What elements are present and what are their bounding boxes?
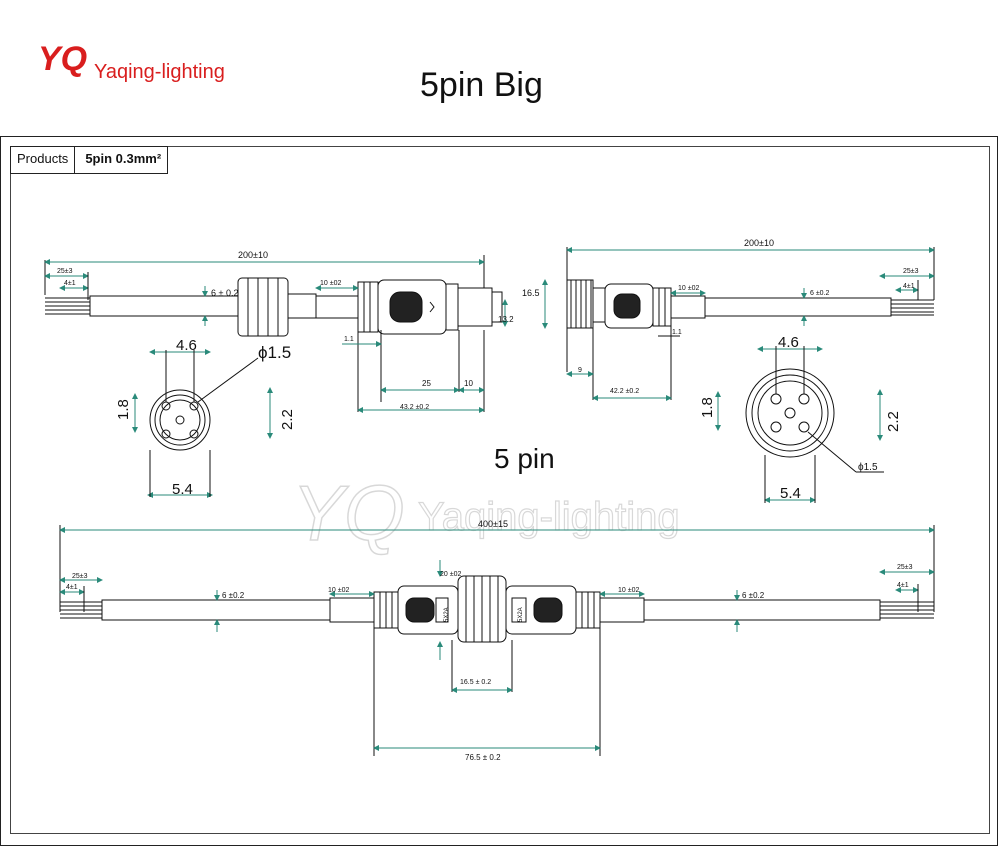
center-label: 5 pin: [494, 443, 555, 474]
male-connector-drawing: [44, 255, 508, 413]
male-boot-dim: 10 ±02: [320, 280, 341, 287]
watermark: YQ Yaqing-lighting: [291, 468, 680, 558]
male-connector-labels: 200±10 25±3 4±1 6 ± 0.2 10 ±02 13.2 1.1 …: [57, 250, 514, 411]
face-right-width: 5.4: [780, 485, 801, 502]
male-cable-dim: 6 ± 0.2: [211, 288, 238, 298]
assembly-body-dia-dim: 20 ±02: [440, 571, 461, 578]
male-total-dim: 200±10: [238, 250, 268, 260]
assembly-strip-left-dim: 25±3: [72, 573, 88, 580]
assembly-tin-right-dim: 4±1: [897, 582, 909, 589]
face-right-pin-dia: ϕ1.5: [858, 462, 878, 473]
face-left-width: 5.4: [172, 481, 193, 498]
face-left-pin-dia: ϕ1.5: [258, 343, 291, 362]
female-strip-dim: 25±3: [903, 268, 919, 275]
pin-face-left-labels: 4.6 ϕ1.5 1.8 2.2 5.4: [115, 337, 296, 498]
brand-name: Yaqing-lighting: [94, 61, 225, 83]
face-right-spacing: 4.6: [778, 334, 799, 351]
product-table-value: 5pin 0.3mm²: [85, 151, 162, 166]
watermark-text: Yaqing-lighting: [418, 495, 680, 539]
brand-logo: YQ Yaqing-lighting: [38, 40, 225, 83]
product-table-label: Products: [11, 147, 76, 173]
assembly-total-dim: 400±15: [478, 519, 508, 529]
page-title: 5pin Big: [420, 66, 543, 104]
assembly-tin-left-dim: 4±1: [66, 584, 78, 591]
drawing-frame: [0, 136, 998, 846]
assembly-boot-left-dim: 10 ±02: [328, 587, 349, 594]
logo-mark: YQ: [38, 40, 87, 78]
assembly-strip-right-dim: 25±3: [897, 564, 913, 571]
face-right-pitch-r: 2.2: [885, 411, 902, 432]
pin-face-right: [715, 346, 884, 503]
female-total-dim: 200±10: [744, 238, 774, 248]
male-tip-len-dim: 10: [464, 379, 473, 388]
face-left-spacing: 4.6: [176, 337, 197, 354]
face-left-pitch-r: 2.2: [279, 409, 296, 430]
pin-face-left: [132, 349, 273, 498]
male-plug-len-dim: 25: [422, 379, 431, 388]
assembly-nut-len-dim: 16.5 ± 0.2: [460, 679, 491, 686]
assembly-cable-left-dim: 6 ±0.2: [222, 591, 245, 600]
male-body-dia-dim: 13.2: [498, 315, 514, 324]
product-table: Products 5pin 0.3mm²: [10, 146, 169, 174]
assembly-joint-len-dim: 76.5 ± 0.2: [465, 753, 501, 762]
drawing-inner-frame: [10, 146, 990, 834]
assembly-boot-right-dim: 10 ±02: [618, 587, 639, 594]
assembly-marking-left: 5X2A: [444, 607, 450, 622]
assembly-drawing: [59, 525, 935, 756]
female-tin-dim: 4±1: [903, 283, 915, 290]
female-overall-dim: 42.2 ±0.2: [610, 388, 639, 395]
assembly-cable-right-dim: 6 ±0.2: [742, 591, 765, 600]
assembly-marking-right: 5X2A: [518, 607, 524, 622]
male-tin-dim: 4±1: [64, 280, 76, 287]
female-connector-labels: 200±10 25±3 4±1 6 ±0.2 10 ±02 16.5 9 1.1…: [522, 238, 919, 395]
female-cable-dim: 6 ±0.2: [810, 290, 830, 297]
header: YQ Yaqing-lighting 5pin Big: [0, 0, 1000, 120]
female-thread-dia-dim: 16.5: [522, 288, 540, 298]
female-boot-dim: 10 ±02: [678, 285, 699, 292]
face-right-pitch-v: 1.8: [699, 397, 716, 418]
male-strip-dim: 25±3: [57, 268, 73, 275]
female-step-dim: 1.1: [672, 329, 682, 336]
watermark-mark: YQ: [292, 469, 405, 557]
assembly-labels: 400±15 25±3 4±1 6 ±0.2 10 ±02 20 ±02 10 …: [66, 519, 913, 762]
female-nut-dim: 9: [578, 367, 582, 374]
male-overall-dim: 43.2 ±0.2: [400, 404, 429, 411]
face-left-pitch-v: 1.8: [115, 399, 132, 420]
pin-face-right-labels: 4.6 ϕ1.5 1.8 2.2 5.4: [699, 334, 902, 502]
male-thread-dim: 1.1: [344, 336, 354, 343]
female-connector-drawing: [542, 247, 935, 401]
